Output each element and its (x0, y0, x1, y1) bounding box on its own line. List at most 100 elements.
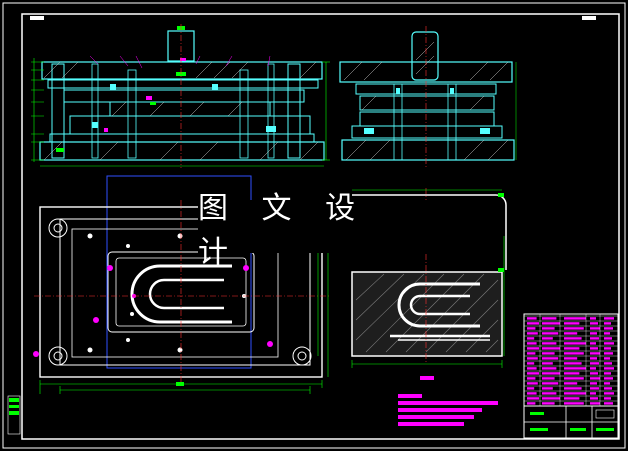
parts-list-cell (527, 347, 539, 350)
part-outline (352, 194, 507, 270)
parts-list-cell (542, 327, 555, 330)
parts-list-cell (604, 402, 613, 405)
part-plan-view (351, 188, 507, 380)
parts-list-cell (590, 322, 598, 325)
parts-list-cell (590, 377, 600, 380)
parts-list-cell (527, 372, 539, 375)
parts-list-cell (564, 387, 582, 390)
parts-list-cell (564, 317, 586, 320)
parts-list-cell (527, 327, 536, 330)
parts-list-cell (604, 382, 610, 385)
parts-list-cell (527, 397, 539, 400)
parts-list-cell (564, 382, 578, 385)
sheet-corner-mark-right (582, 16, 596, 20)
parts-list-cell (590, 337, 599, 340)
parts-list-cell (604, 327, 613, 330)
parts-list-cell (590, 392, 596, 395)
parts-list-cell (564, 392, 586, 395)
parts-list-cell (590, 352, 600, 355)
parts-list-cell (542, 367, 557, 370)
technical-notes (398, 394, 498, 426)
parts-list-cell (604, 397, 611, 400)
parts-list-cell (604, 372, 611, 375)
parts-list-cell (542, 402, 555, 405)
parts-list-cell (564, 397, 580, 400)
parts-list-cell (604, 342, 614, 345)
u-slot (130, 264, 232, 324)
parts-list-cell (527, 342, 537, 345)
parts-list-cell (564, 347, 580, 350)
lower-die-plan-view (33, 175, 330, 394)
parts-list-cell (564, 372, 580, 375)
parts-list-cell (604, 347, 611, 350)
lower-plate (39, 141, 325, 161)
parts-list-cell (527, 402, 536, 405)
parts-list-cell (527, 382, 538, 385)
parts-list-cell (542, 322, 560, 325)
parts-list-cell (604, 352, 613, 355)
parts-list-cell (564, 327, 584, 330)
parts-list-cell (604, 392, 614, 395)
parts-list-cell (542, 362, 553, 365)
parts-list-cell (542, 392, 557, 395)
parts-list-cell (527, 367, 537, 370)
parts-list-cell (527, 337, 535, 340)
parts-list-cell (604, 357, 610, 360)
parts-list-cell (604, 362, 612, 365)
parts-list-cell (542, 372, 560, 375)
title-block (523, 313, 619, 439)
parts-list-cell (564, 367, 586, 370)
parts-list-cell (564, 362, 582, 365)
parts-list-cell (542, 317, 557, 320)
parts-list-cell (564, 342, 586, 345)
parts-list-cell (564, 332, 578, 335)
parts-list-cell (542, 387, 553, 390)
parts-list-cell (590, 367, 596, 370)
parts-list-cell (527, 317, 537, 320)
parts-list-cell (564, 337, 582, 340)
watermark: 图 文 设 计 (198, 191, 430, 270)
parts-list-cell (527, 352, 536, 355)
blank-outline (106, 175, 252, 369)
parts-list-cell (590, 317, 596, 320)
parts-list-cell (527, 357, 538, 360)
parts-list-cell (527, 332, 538, 335)
parts-list-cell (604, 387, 612, 390)
parts-list-cell (542, 337, 553, 340)
parts-list-cell (542, 357, 559, 360)
parts-list-cell (590, 327, 600, 330)
parts-list-cell (564, 352, 584, 355)
parts-list-cell (590, 332, 597, 335)
parts-list-cell (590, 362, 599, 365)
parts-list-cell (527, 387, 535, 390)
parts-list-cell (542, 377, 555, 380)
parts-list-cell (590, 342, 596, 345)
parts-list-cell (590, 357, 597, 360)
parts-list-cell (542, 347, 560, 350)
parts-list-cell (527, 392, 537, 395)
side-section-view (339, 26, 517, 168)
part-u-slot (397, 282, 480, 328)
parts-list-cell (604, 377, 613, 380)
parts-list-cell (527, 362, 535, 365)
upper-plate (41, 61, 323, 80)
sheet-inner-border (21, 13, 620, 440)
parts-list-cell (527, 377, 536, 380)
parts-list-cell (590, 347, 598, 350)
sheet-corner-mark (30, 16, 44, 20)
parts-list-cell (564, 357, 578, 360)
parts-list-cell (604, 367, 614, 370)
parts-list-cell (604, 332, 610, 335)
parts-list-cell (590, 372, 598, 375)
parts-list-cell (604, 317, 614, 320)
parts-list-cell (604, 337, 612, 340)
side-shank (411, 31, 439, 81)
parts-list-cell (542, 397, 560, 400)
parts-list-cell (564, 402, 584, 405)
parts-list-cell (590, 382, 597, 385)
parts-list-cell (590, 402, 600, 405)
punch-block (109, 101, 271, 117)
parts-list-cell (564, 322, 580, 325)
